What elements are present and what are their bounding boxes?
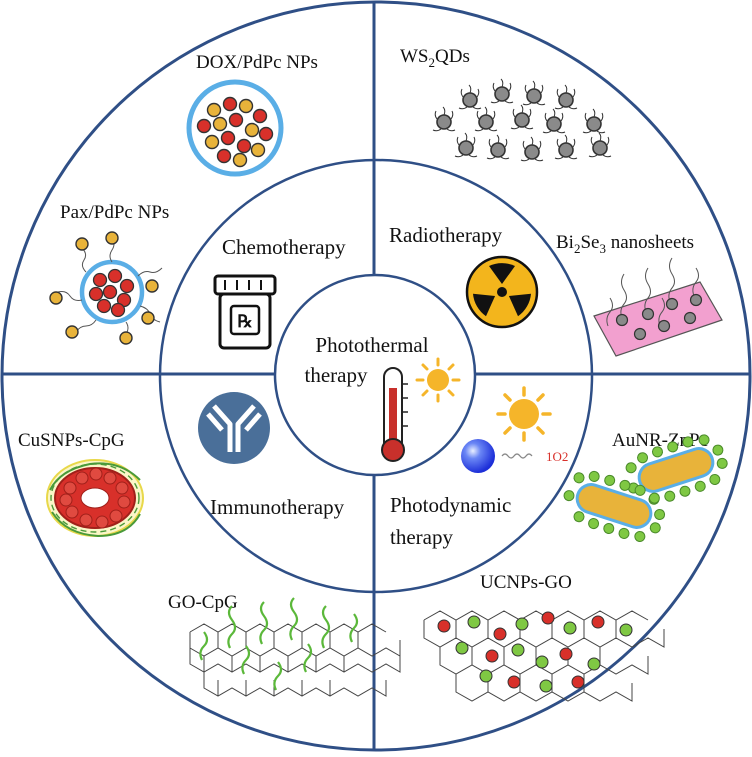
chemotherapy-label: Chemotherapy: [222, 235, 346, 259]
sun-icon: [415, 357, 461, 403]
antibody-icon: [198, 392, 270, 464]
ucnps-go-label: UCNPs-GO: [480, 572, 572, 593]
aunr-nanorods: [563, 434, 728, 542]
thermometer-icon: [381, 367, 408, 462]
ws2qds-label: WS2QDs: [400, 46, 470, 70]
bi2se3-nanosheet: [593, 257, 723, 357]
center-label-line1: Photothermal: [315, 333, 428, 357]
center-label-line2: therapy: [305, 363, 368, 387]
ucnps-go-sheet: [423, 610, 665, 702]
cusnps-nanoparticle: [46, 459, 144, 538]
center-circle: [273, 273, 477, 477]
radiotherapy-label: Radiotherapy: [389, 223, 503, 247]
ws2-quantum-dots: [432, 78, 612, 162]
photodynamic-label-line1: Photodynamic: [390, 493, 511, 517]
photodynamic-label-line2: therapy: [390, 525, 453, 549]
bi2se3-label: Bi2Se3 nanosheets: [556, 232, 694, 256]
prescription-bottle-icon: ℞: [213, 274, 277, 350]
cusnps-cpg-label: CuSNPs-CpG: [18, 430, 125, 451]
sun-icon-photodynamic: [496, 386, 552, 442]
pax-pdpc-label: Pax/PdPc NPs: [60, 202, 169, 223]
inner-ring: [158, 158, 594, 594]
pax-nanoparticle: [49, 231, 163, 345]
radiation-icon: [465, 255, 539, 329]
dox-nanoparticle: [186, 79, 284, 177]
singlet-oxygen-label: 1O2: [546, 449, 568, 464]
dox-pdpc-label: DOX/PdPc NPs: [196, 52, 318, 73]
go-cpg-sheet: [189, 597, 401, 697]
go-cpg-label: GO-CpG: [168, 592, 238, 613]
immunotherapy-label: Immunotherapy: [210, 495, 345, 519]
svg-text:℞: ℞: [237, 312, 252, 331]
photosensitizer-sphere: [461, 439, 533, 473]
